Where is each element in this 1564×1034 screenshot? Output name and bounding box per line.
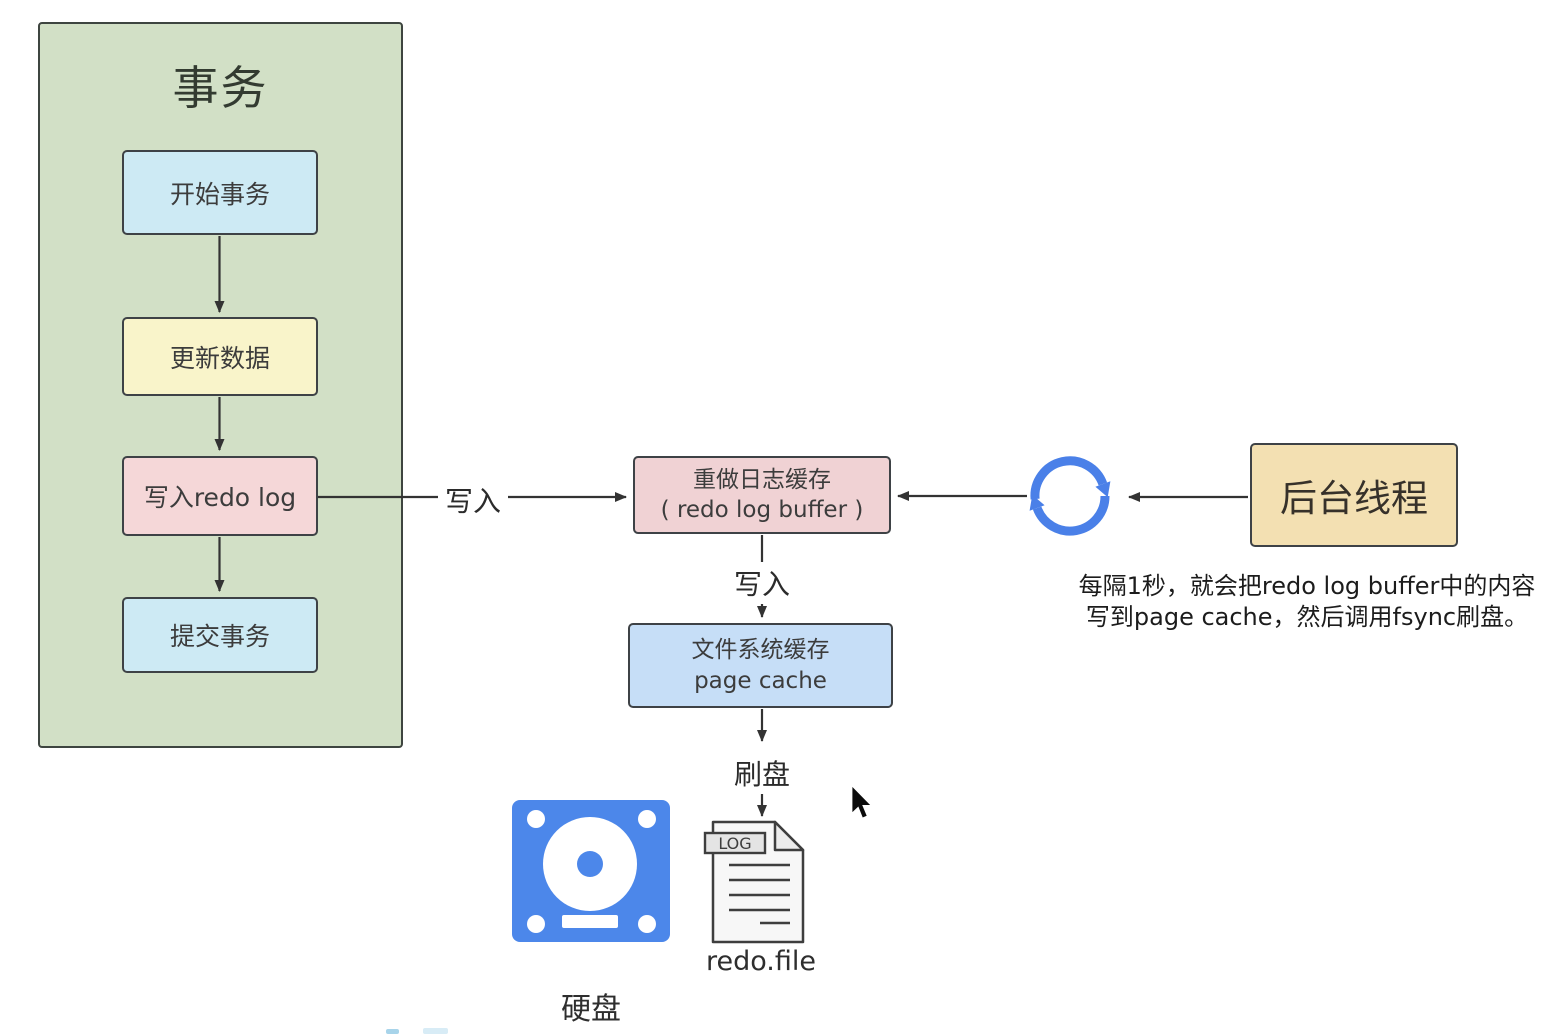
- log-file-icon: LOG: [703, 820, 805, 944]
- flow-step-write-redo-log: 写入redo log: [122, 456, 318, 536]
- page-cache-box: 文件系统缓存 page cache: [628, 623, 893, 708]
- log-badge-text: LOG: [718, 834, 751, 853]
- flow-step-label: 更新数据: [169, 343, 270, 373]
- arrow-label-write-2: 写入: [726, 562, 798, 604]
- cropped-artifact: [423, 1028, 448, 1034]
- transaction-title: 事务: [172, 61, 269, 115]
- flow-step-update-data: 更新数据: [122, 317, 318, 396]
- redo-log-buffer-title: 重做日志缓存: [693, 467, 831, 493]
- background-thread-caption: 每隔1秒，就会把redo log buffer中的内容 写到page cache…: [1056, 571, 1558, 633]
- flow-step-label: 提交事务: [169, 622, 270, 651]
- cropped-artifact: [386, 1029, 399, 1034]
- flow-step-label: 开始事务: [169, 179, 270, 209]
- background-thread-box: 后台线程: [1250, 443, 1458, 547]
- redo-log-buffer-subtitle: ( redo log buffer ): [660, 497, 864, 523]
- flow-step-commit-transaction: 提交事务: [122, 597, 318, 673]
- arrow-label-write-1: 写入: [437, 479, 509, 521]
- page-cache-subtitle: page cache: [694, 667, 827, 694]
- flow-step-label: 写入redo log: [143, 483, 297, 512]
- hard-disk-label: 硬盘: [561, 992, 621, 1027]
- sync-refresh-icon: [1029, 456, 1111, 536]
- caption-line-2: 写到page cache，然后调用fsync刷盘。: [1085, 603, 1529, 631]
- log-file-label: redo.file: [705, 946, 816, 977]
- hard-disk-icon: [512, 800, 670, 942]
- caption-line-1: 每隔1秒，就会把redo log buffer中的内容: [1078, 572, 1536, 600]
- mouse-cursor-icon: [851, 786, 872, 819]
- flow-step-begin-transaction: 开始事务: [122, 150, 318, 235]
- background-thread-label: 后台线程: [1280, 477, 1428, 520]
- redo-log-buffer-box: 重做日志缓存 ( redo log buffer ): [633, 456, 891, 534]
- log-badge-frame: [703, 831, 767, 855]
- arrow-label-flush: 刷盘: [726, 752, 798, 794]
- page-cache-title: 文件系统缓存: [691, 636, 830, 663]
